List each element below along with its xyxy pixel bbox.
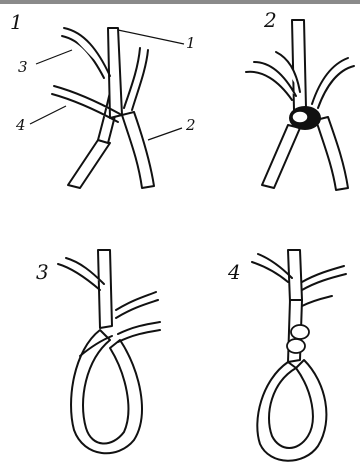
panel-4-finished-eye-splice xyxy=(252,250,346,461)
callout-label-2: 2 xyxy=(186,118,196,133)
callout-label-3: 3 xyxy=(18,60,28,75)
callout-label-4: 4 xyxy=(16,118,26,133)
step-number-2: 2 xyxy=(264,10,277,30)
step-number-1: 1 xyxy=(10,12,23,32)
panel-2-strands-tucked xyxy=(246,20,354,190)
panel-3-eye-forming xyxy=(58,250,160,453)
step-number-4: 4 xyxy=(228,262,241,282)
step-number-3: 3 xyxy=(36,262,49,282)
panel-1-rope-unlaid xyxy=(30,28,184,188)
callout-label-1: 1 xyxy=(186,36,196,51)
